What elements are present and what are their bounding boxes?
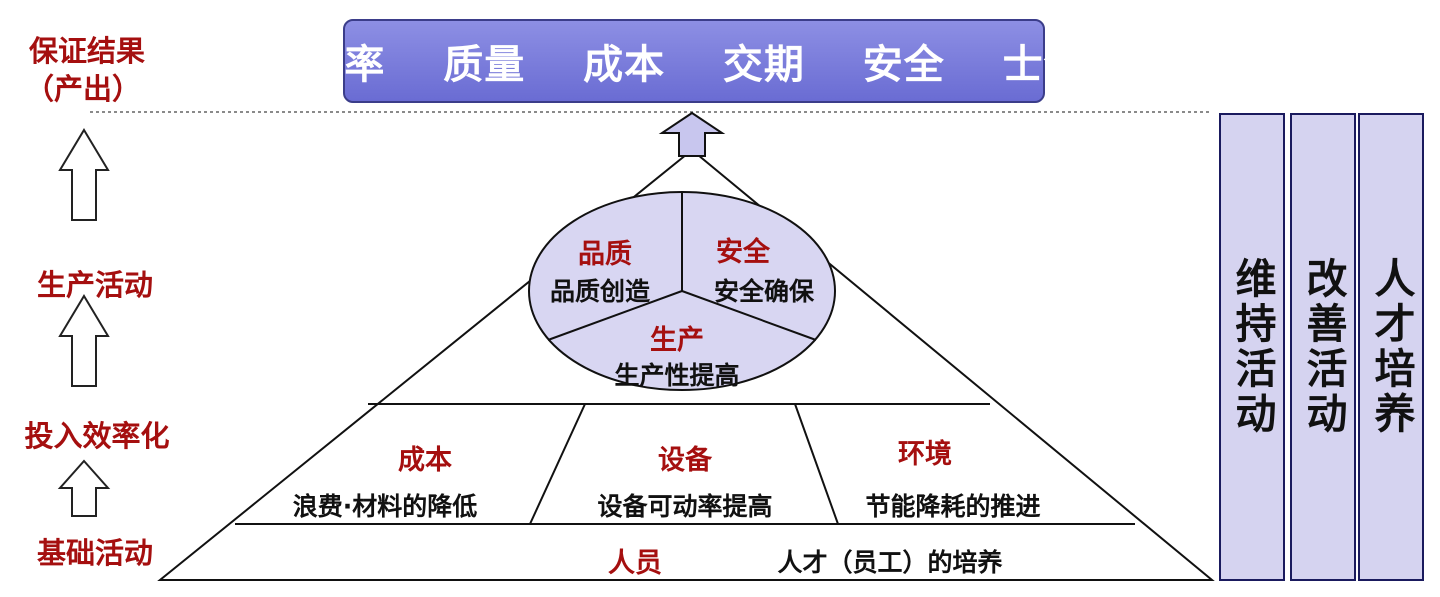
output-banner: 效率 质量 成本 交期 安全 士气: [303, 19, 1084, 103]
safety-title: 安全: [716, 237, 770, 268]
pillar-talent-cultivation: 人才培养: [1358, 113, 1424, 581]
production-title: 生产: [650, 325, 704, 356]
safety-desc: 安全确保: [713, 277, 814, 306]
pillar-maintain-activity: 维持活动: [1219, 113, 1285, 581]
production-desc: 生产性提高: [614, 361, 740, 390]
quality-title: 品质: [578, 239, 632, 270]
up-arrow-icon: [58, 128, 110, 221]
personnel-desc: 人才（员工）的培养: [777, 548, 1003, 577]
up-arrow-icon: [57, 459, 111, 517]
label-guarantee-result: 保证结果: [28, 34, 145, 68]
personnel-title: 人员: [608, 548, 662, 579]
environment-title: 环境: [898, 439, 952, 470]
pillar-improve-activity: 改善活动: [1290, 113, 1356, 581]
label-foundation-activity: 基础活动: [36, 536, 153, 570]
pillar-improve-label: 改善活动: [1299, 257, 1347, 437]
circle-divider-left: [547, 290, 683, 341]
middle-separator-right: [794, 403, 839, 525]
equipment-desc: 设备可动率提高: [597, 492, 773, 521]
cost-title: 成本: [398, 445, 452, 476]
apex-up-arrow-icon: [658, 111, 726, 157]
environment-desc: 节能降耗的推进: [865, 492, 1041, 521]
output-banner-text: 效率 质量 成本 交期 安全 士气: [303, 42, 1085, 88]
middle-separator-left: [529, 403, 586, 525]
pillar-talent-label: 人才培养: [1367, 257, 1415, 437]
up-arrow-icon: [58, 294, 110, 387]
equipment-title: 设备: [658, 445, 712, 476]
label-production-activity: 生产活动: [36, 268, 153, 302]
cost-desc: 浪费·材料的降低: [292, 492, 478, 521]
quality-desc: 品质创造: [549, 277, 650, 306]
circle-divider-right: [681, 290, 817, 341]
pillar-maintain-label: 维持活动: [1228, 257, 1276, 437]
label-output: （产出）: [24, 72, 141, 106]
label-input-efficiency: 投入效率化: [24, 419, 170, 453]
